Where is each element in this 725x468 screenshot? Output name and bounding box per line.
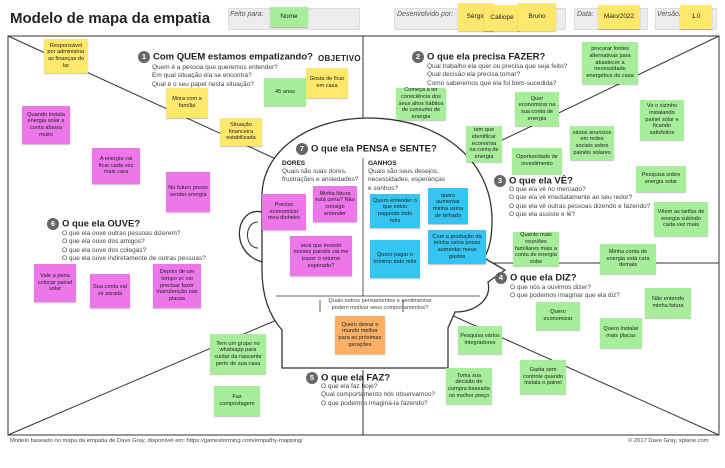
sticky-note[interactable]: Quero deixar o mundo melhor para as próx…: [335, 316, 385, 354]
section-6-description: O que ela ouve outras pessoas dizerem?O …: [62, 230, 206, 263]
page-title: Modelo de mapa da empatia: [10, 10, 211, 27]
section-1-description: Quem é a pessoa que queremos entender?Em…: [152, 64, 278, 88]
sticky-note[interactable]: Gosta de ficar em casa: [306, 68, 348, 98]
sticky-note[interactable]: Situação financeira estabilizada: [220, 118, 262, 146]
versao-note[interactable]: 1.0: [680, 5, 712, 29]
sticky-note[interactable]: Gasta sem controle quando instala o pain…: [520, 360, 566, 394]
sticky-note[interactable]: Vale a pena colocar painel solar: [34, 264, 76, 302]
desenvolvido-label: Desenvolvido por:: [397, 11, 454, 18]
data-note[interactable]: Maio/2022: [598, 5, 640, 29]
feito-para-note[interactable]: Nome: [270, 7, 308, 27]
sticky-note[interactable]: Quero pagar o mínimo todo mês: [370, 240, 420, 278]
sticky-note[interactable]: Não entendo minha fatura: [645, 288, 691, 318]
sticky-note[interactable]: Com a produção da minha usina posso aume…: [428, 230, 486, 264]
sticky-note[interactable]: Minha conta de energia está cara demais: [600, 244, 656, 274]
sticky-note[interactable]: Minha fatura está certa? Não consigo ent…: [313, 186, 357, 222]
section-4-description: O que nós a ouvimos dizer?O que podemos …: [510, 284, 620, 300]
versao-label: Versão:: [657, 11, 681, 18]
sticky-note[interactable]: Vêem as tarifas de energia subindo cada …: [654, 202, 708, 236]
sticky-note[interactable]: Quero instalar mais placas: [600, 318, 642, 348]
sticky-note[interactable]: vários anuncios em redes sociais sobre p…: [570, 126, 614, 160]
sticky-note[interactable]: Quanto mais reuniões familiares mais a c…: [513, 232, 559, 266]
desenvolvido-note[interactable]: Bruno: [518, 3, 556, 31]
sticky-note[interactable]: Responsável por administrar as finanças …: [44, 39, 88, 73]
sticky-note[interactable]: Quero economizar: [536, 302, 580, 330]
sticky-note[interactable]: A energia vai ficar cada vez mais cara: [92, 148, 140, 184]
sticky-note[interactable]: procurar fontes alternativas para abaste…: [582, 42, 638, 84]
ganhos-title: GANHOS: [368, 160, 397, 167]
sticky-note[interactable]: quero aumentar minha usina de telhado: [428, 188, 468, 224]
footer-copyright: © 2017 Dave Gray, xplane.com: [628, 438, 709, 444]
sticky-note[interactable]: Oportunidade de investimento: [512, 148, 562, 174]
sticky-note[interactable]: Depois de um tempo vc vai precisar fazer…: [153, 264, 201, 308]
footer-credit: Modelo baseado no mapa da empatia de Dav…: [10, 438, 303, 444]
sticky-note[interactable]: Pesquisa vários integradores: [458, 326, 502, 354]
dores-description: Quais são suas dores,frustrações e ansie…: [282, 168, 359, 184]
dores-title: DORES: [282, 160, 306, 167]
ganhos-description: Quais são seus desejos,necessidades, esp…: [368, 168, 445, 192]
sticky-note[interactable]: Tem um grupo no whatsapp para cuidar da …: [210, 334, 266, 374]
sticky-note[interactable]: Começa a ter consciência dos seus altos …: [396, 87, 446, 120]
sticky-note[interactable]: será que investir nesses painéis vai me …: [290, 236, 352, 276]
desenvolvido-note[interactable]: Calliope: [484, 5, 520, 31]
sticky-note[interactable]: Quando instala energia solar a conta aba…: [22, 106, 70, 144]
objetivo-label: OBJETIVO: [318, 54, 361, 63]
sticky-note[interactable]: 45 anos: [264, 78, 306, 106]
sticky-note[interactable]: Quero entender o que estou pagando todo …: [370, 194, 420, 228]
sticky-note[interactable]: Sua conta vai vir zerada: [90, 274, 130, 308]
sticky-note[interactable]: Pesquisa sobre energia solar: [636, 166, 686, 192]
data-label: Data:: [577, 11, 594, 18]
sticky-note[interactable]: No futuro posso vender energia: [166, 172, 210, 212]
sticky-note[interactable]: Ve o vizinho instalando painel solar e f…: [640, 100, 684, 140]
sticky-note[interactable]: Faz compostagem: [214, 386, 260, 416]
feito-para-label: Feito para:: [230, 11, 264, 18]
section-3-description: O que ela vê no mercado?O que ela vê ime…: [509, 186, 651, 219]
sticky-note[interactable]: Toma sua decisão de compra baseada no me…: [446, 368, 492, 404]
sticky-note[interactable]: tem que identificar economia na conta de…: [466, 126, 502, 162]
section-2-description: Qual trabalho ela quer ou precisa que se…: [427, 63, 568, 87]
sticky-note[interactable]: Quer economizar na sua conta de energia: [515, 92, 559, 126]
sticky-note[interactable]: Mora com a família: [166, 88, 208, 118]
section-5-description: O que ela faz hoje?Qual comportamento nó…: [321, 383, 435, 407]
sticky-note[interactable]: Preciso economizar meu dinheiro: [262, 194, 306, 230]
